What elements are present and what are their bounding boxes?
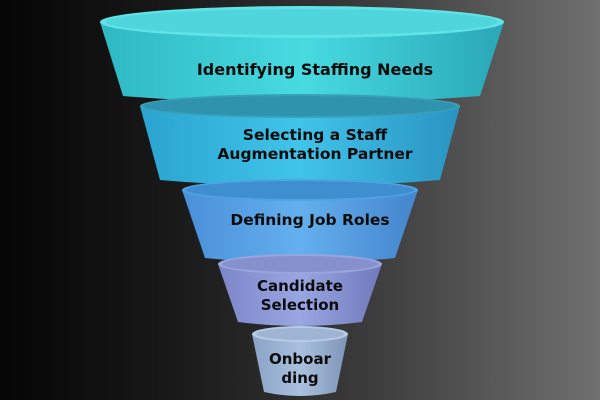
funnel-stage-2 (140, 94, 460, 186)
stage-label-candidate-selection: Candidate Selection (257, 277, 343, 314)
stage-label-onboarding: Onboar ding (269, 350, 331, 387)
funnel-stage-4 (218, 254, 382, 326)
stage-label-defining-job-roles: Defining Job Roles (230, 211, 390, 229)
funnel-stage-3 (182, 179, 418, 263)
funnel-stage-1 (100, 6, 504, 103)
funnel-stage-5 (252, 326, 348, 396)
stage-label-identifying-staffing-needs: Identifying Staffing Needs (196, 60, 434, 79)
stage-label-selecting-partner: Selecting a Staff Augmentation Partner (217, 126, 413, 164)
